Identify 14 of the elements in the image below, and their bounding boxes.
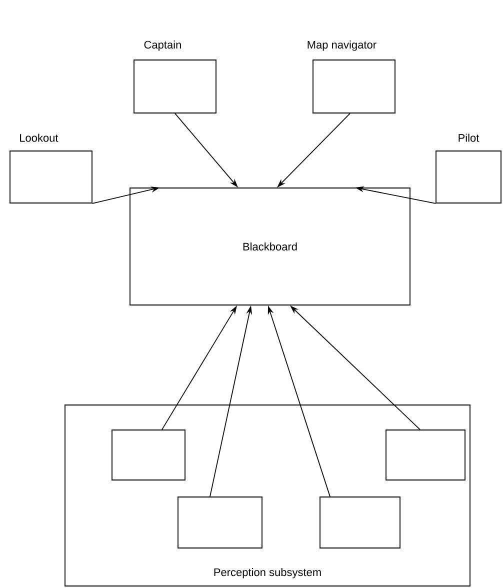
inner-box [320,496,400,548]
inner-box [178,496,262,548]
node-label: Lookout [20,134,58,142]
inner-box [112,430,186,480]
labelled-box: Pilot [436,134,502,204]
node-label: Map navigator [308,40,376,51]
labelled-box: Captain [134,40,216,114]
inner-box [386,430,466,480]
labelled-box: Blackboard [130,188,410,306]
labelled-box: Lookout [10,134,92,204]
node-label: Pilot [458,134,480,142]
node-label: Captain [144,40,181,51]
labelled-box: Map navigator [308,40,396,114]
subsystem-frame: Perception subsystem [64,404,470,586]
